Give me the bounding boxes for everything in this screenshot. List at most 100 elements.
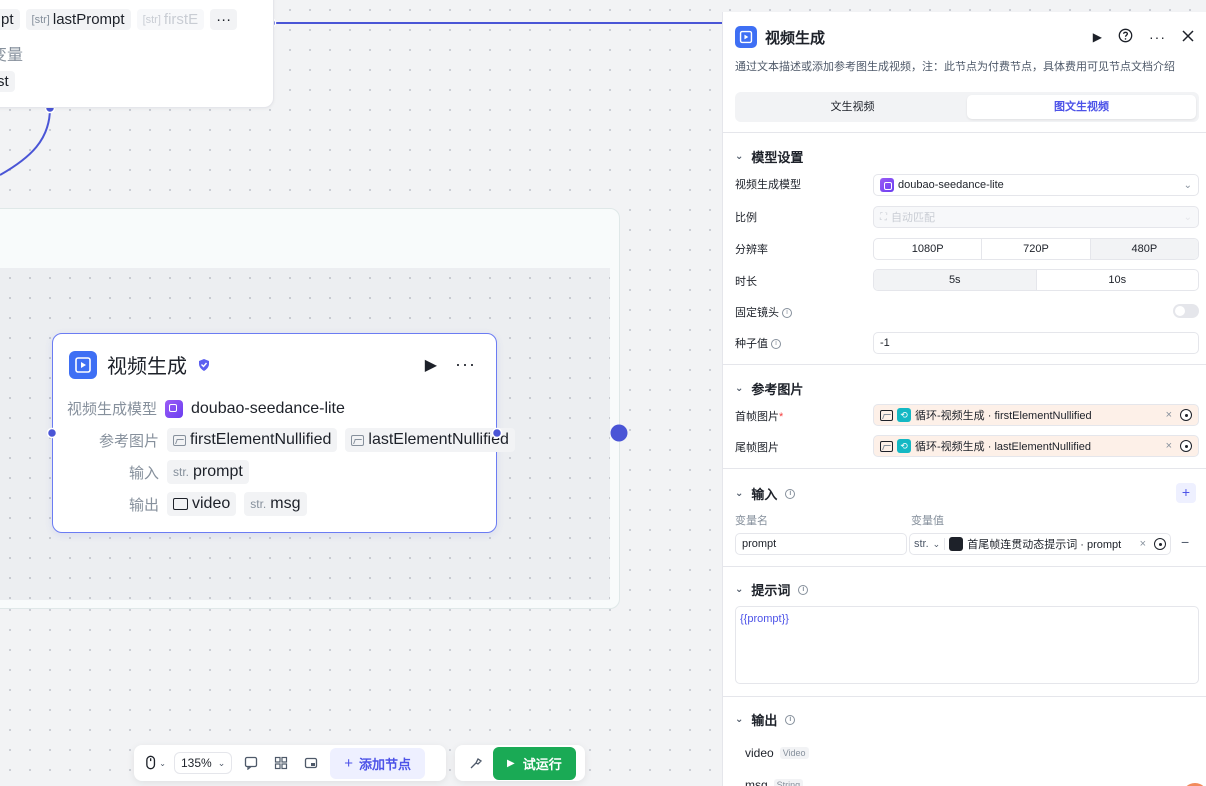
add-input-button[interactable]: + <box>1176 483 1196 503</box>
node-more-button[interactable]: ··· <box>455 354 476 374</box>
duration-options: 5s 10s <box>873 269 1199 291</box>
chevron-down-icon: ⌄ <box>735 151 744 162</box>
run-toolbar: ▶试运行 <box>455 745 585 781</box>
video-generate-icon <box>69 350 97 379</box>
ref-value: 首尾帧连贯动态提示词 · prompt <box>967 539 1122 551</box>
video-type-icon <box>173 498 188 510</box>
test-run-button[interactable]: ▶试运行 <box>493 746 576 780</box>
upstream-node[interactable]: pt [str]lastPrompt [str]firstE ··· 变量 st <box>0 0 274 108</box>
video-generation-node[interactable]: 视频生成 ▶ ··· 视频生成模型 doubao-seedance-lite 参… <box>52 333 515 533</box>
variable-picker-icon[interactable] <box>1180 440 1192 452</box>
node-config-panel: 视频生成 ▶ ··· 通过文本描述或添加参考图生成视频，注：此节点为付费节点，具… <box>722 12 1206 786</box>
section-model-settings[interactable]: ⌄模型设置 <box>735 147 803 166</box>
var-chip-lastprompt: [str]lastPrompt <box>25 9 131 30</box>
prompt-textarea[interactable]: {{prompt}} <box>735 606 1199 684</box>
divider <box>723 364 1206 365</box>
divider <box>723 132 1206 133</box>
variable-picker-icon[interactable] <box>1154 538 1166 550</box>
column-variable-name: 变量名 <box>735 515 768 527</box>
variable-picker-icon[interactable] <box>1180 409 1192 421</box>
chevron-down-icon: ⌄ <box>1183 211 1192 223</box>
button-label: 添加节点 <box>359 756 412 772</box>
divider <box>723 566 1206 567</box>
zoom-select[interactable]: 135%⌄ <box>174 752 233 774</box>
label-text: 首帧图片 <box>735 411 779 423</box>
var-value-chip: st <box>0 71 15 92</box>
run-node-button[interactable]: ▶ <box>1092 30 1102 44</box>
input-value: prompt <box>742 538 777 550</box>
ratio-select[interactable]: ⛶ 自动匹配 ⌄ <box>873 206 1199 228</box>
input-value: -1 <box>880 337 890 349</box>
chip-label: firstElementNullified <box>190 431 332 448</box>
clear-icon[interactable]: × <box>1165 409 1172 421</box>
duration-option[interactable]: 5s <box>874 270 1037 290</box>
image-icon <box>173 434 186 446</box>
output-msg-chip: str.msg <box>244 492 307 516</box>
variable-value-ref[interactable]: str.⌄ 首尾帧连贯动态提示词 · prompt × <box>909 533 1171 555</box>
fixed-camera-toggle[interactable] <box>1173 304 1199 318</box>
mouse-mode-icon[interactable]: ⌄ <box>144 752 166 774</box>
more-chips-button[interactable]: ··· <box>210 9 238 30</box>
row-label: 输入 <box>128 464 159 482</box>
run-node-button[interactable]: ▶ <box>424 356 438 374</box>
resolution-option[interactable]: 480P <box>1090 239 1198 259</box>
assistant-bubble[interactable] <box>1182 783 1206 786</box>
chip-label: lastElementNullified <box>368 431 509 448</box>
chip-label: pt <box>1 11 14 28</box>
debug-tool-icon[interactable] <box>465 752 487 774</box>
model-select[interactable]: doubao-seedance-lite ⌄ <box>873 174 1199 196</box>
panel-description: 通过文本描述或添加参考图生成视频，注：此节点为付费节点，具体费用可见节点文档介绍 <box>735 61 1175 73</box>
resolution-option[interactable]: 720P <box>982 239 1091 259</box>
chip-label: st <box>0 73 9 90</box>
chip-tag: [str] <box>31 13 50 26</box>
output-video-chip: video <box>167 492 237 516</box>
mode-tabs: 文生视频 图文生视频 <box>735 92 1199 122</box>
chevron-down-icon: ⌄ <box>1183 179 1192 191</box>
chevron-down-icon: ⌄ <box>735 584 744 595</box>
tab-text-to-video[interactable]: 文生视频 <box>830 101 875 113</box>
add-node-button[interactable]: + 添加节点 <box>330 747 426 779</box>
seed-input[interactable]: -1 <box>873 332 1199 354</box>
output-row: 输出 video str.msg <box>53 492 307 516</box>
duration-option[interactable]: 10s <box>1108 274 1127 286</box>
clear-icon[interactable]: × <box>1165 440 1172 452</box>
variable-name-input[interactable]: prompt <box>735 533 907 555</box>
image-icon <box>880 409 893 421</box>
type-value: str. <box>914 538 929 550</box>
last-frame-ref[interactable]: ⟲ 循环-视频生成 · lastElementNullified × <box>873 435 1199 457</box>
label-text: 固定镜头 <box>735 307 779 319</box>
resolution-option[interactable]: 1080P <box>874 239 983 259</box>
auto-layout-icon[interactable] <box>270 752 292 774</box>
tab-image-text-to-video[interactable]: 图文生视频 <box>967 95 1196 119</box>
var-chip-firste: [str]firstE <box>136 9 205 30</box>
info-icon: i <box>798 584 809 595</box>
more-icon[interactable]: ··· <box>1149 29 1166 45</box>
seed-label: 种子值 i <box>735 335 782 351</box>
ref-value: 循环-视频生成 · firstElementNullified <box>915 410 1092 422</box>
model-brand-icon <box>880 178 894 192</box>
close-icon[interactable] <box>1182 29 1194 45</box>
type-select[interactable]: str.⌄ <box>914 538 946 550</box>
type-tag: str. <box>173 465 190 479</box>
divider <box>723 468 1206 469</box>
model-brand-icon <box>165 399 183 418</box>
section-title: 输出 <box>751 713 778 728</box>
minimap-icon[interactable] <box>300 752 322 774</box>
comment-icon[interactable] <box>240 752 262 774</box>
ref-image-row: 参考图片 firstElementNullified lastElementNu… <box>53 428 515 452</box>
first-frame-ref[interactable]: ⟲ 循环-视频生成 · firstElementNullified × <box>873 404 1199 426</box>
plus-icon: + <box>344 754 354 772</box>
info-icon: i <box>771 339 782 350</box>
clear-icon[interactable]: × <box>1139 538 1146 550</box>
ref-last-chip: lastElementNullified <box>345 428 515 452</box>
help-icon[interactable] <box>1118 28 1133 46</box>
section-reference-images[interactable]: ⌄参考图片 <box>735 379 803 398</box>
resolution-label: 分辨率 <box>735 244 768 256</box>
chevron-down-icon: ⌄ <box>735 714 744 725</box>
divider <box>723 696 1206 697</box>
remove-input-button[interactable]: − <box>1181 534 1190 550</box>
